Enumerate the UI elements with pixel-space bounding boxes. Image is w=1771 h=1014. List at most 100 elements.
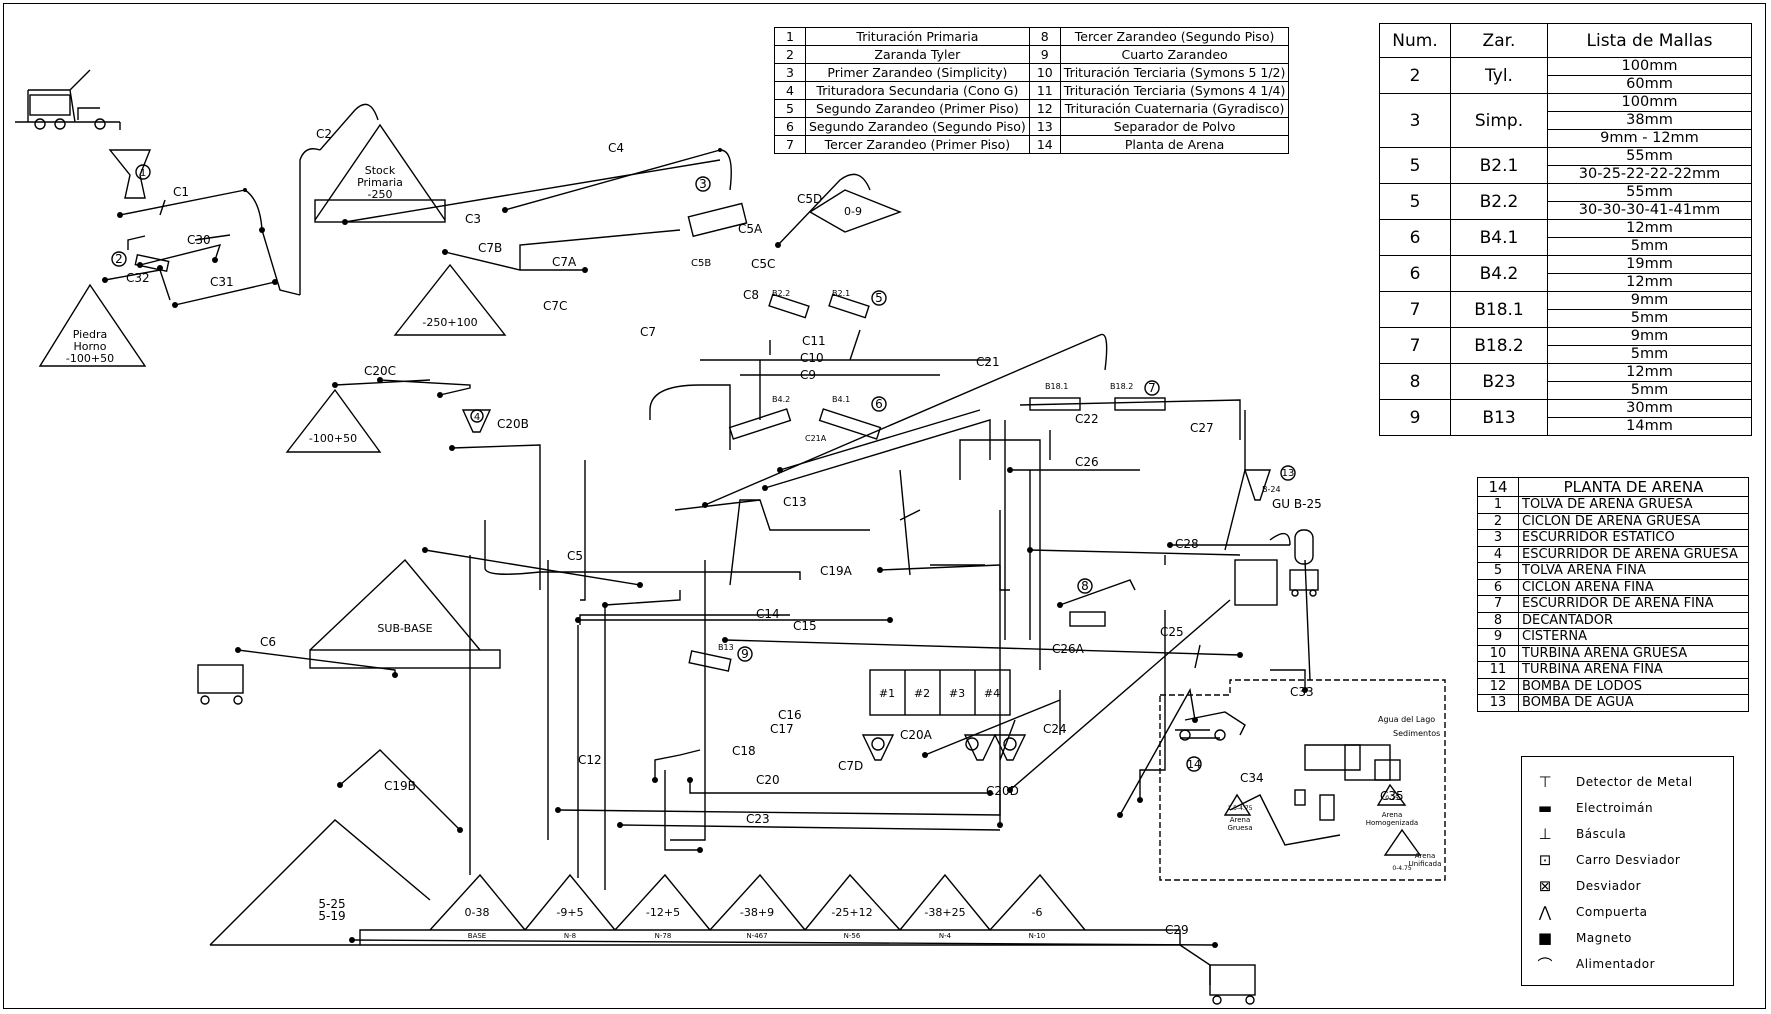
legend-row: ⊠Desviador <box>1530 875 1641 897</box>
label-c1: C1 <box>173 185 189 199</box>
mesh-size: 19mm <box>1547 255 1752 274</box>
process-cell: 8 <box>1028 27 1061 46</box>
homog-label-3: Homogenizada <box>1366 819 1418 827</box>
mesh-num: 2 <box>1379 57 1451 94</box>
label-c32: C32 <box>126 271 150 285</box>
process-cell: Separador de Polvo <box>1059 117 1290 136</box>
mesh-header-zar: Zar. <box>1450 23 1548 58</box>
unificada-label-2: Unificada <box>1409 860 1442 868</box>
mesh-zar: B4.2 <box>1450 255 1548 292</box>
electromagnet-icon: ▬ <box>1537 799 1553 817</box>
marker-3-label: 3 <box>699 177 707 191</box>
bottom-pile-size-6: -6 <box>1032 906 1043 919</box>
mesh-size: 9mm <box>1547 327 1752 346</box>
process-cell: Trituración Terciaria (Symons 5 1/2) <box>1059 63 1290 82</box>
process-cell: 13 <box>1028 117 1061 136</box>
process-cell: 7 <box>774 135 806 154</box>
legend-row: ⋀Compuerta <box>1530 901 1648 923</box>
bottom-pile-size-4: -25+12 <box>831 906 872 919</box>
process-cell: 1 <box>774 27 806 46</box>
mesh-row: 38mm <box>1380 111 1752 130</box>
label-b4-1: B4.1 <box>832 395 850 404</box>
process-cell: Segundo Zarandeo (Primer Piso) <box>805 99 1030 118</box>
sand-label: BOMBA DE AGUA <box>1518 694 1749 712</box>
mesh-zar: B18.1 <box>1450 291 1548 328</box>
main-pile-label-1: 5-25 <box>318 897 345 911</box>
sand-label: BOMBA DE LODOS <box>1518 677 1749 695</box>
process-cell: Tercer Zarandeo (Segundo Piso) <box>1059 27 1290 46</box>
label-c19a: C19A <box>820 564 853 578</box>
label-c23: C23 <box>746 812 770 826</box>
label-c30: C30 <box>187 233 211 247</box>
label-c6: C6 <box>260 635 276 649</box>
label-c14: C14 <box>756 607 780 621</box>
mesh-size: 12mm <box>1547 363 1752 382</box>
process-cell: Trituración Cuaternaria (Gyradisco) <box>1059 99 1290 118</box>
pile-0-9-label: 0-9 <box>844 205 862 218</box>
process-cell: 12 <box>1028 99 1061 118</box>
process-cell: Zaranda Tyler <box>805 45 1030 64</box>
sand-num: 12 <box>1477 677 1519 695</box>
mesh-row: 5mm <box>1380 381 1752 400</box>
label-b24: B-24 <box>1262 485 1281 494</box>
legend-row: ▬Electroimán <box>1530 797 1653 819</box>
agua-lago-label: Agua del Lago <box>1378 715 1435 724</box>
marker-7-label: 7 <box>1148 381 1156 395</box>
marker-4b <box>871 737 885 751</box>
pile-piedra-horno <box>38 283 147 367</box>
process-cell: 9 <box>1028 45 1061 64</box>
mesh-size: 5mm <box>1547 345 1752 364</box>
mesh-size: 55mm <box>1547 183 1752 202</box>
mesh-num: 9 <box>1379 399 1451 436</box>
sand-label: CICLON DE ARENA GRUESA <box>1518 512 1749 530</box>
mesh-zar: B2.2 <box>1450 183 1548 220</box>
pile-piedra-label-2: Horno <box>73 340 106 353</box>
label-c7d: C7D <box>838 759 863 773</box>
pile-piedra-label-3: -100+50 <box>66 352 114 365</box>
legend-row: ⊡Carro Desviador <box>1530 849 1680 871</box>
mesh-row: 5mm <box>1380 237 1752 256</box>
marker-9-label: 9 <box>741 647 749 661</box>
conveyor-end-pulleys <box>102 148 1308 948</box>
marker-6-label: 6 <box>875 397 883 411</box>
mesh-header-mallas: Lista de Mallas <box>1547 23 1752 58</box>
label-c25: C25 <box>1160 625 1184 639</box>
mesh-size: 100mm <box>1547 57 1752 76</box>
process-cell: Planta de Arena <box>1059 135 1290 154</box>
feeder-icon: ⌒ <box>1537 955 1553 974</box>
mesh-size: 14mm <box>1547 417 1752 436</box>
sand-num: 9 <box>1477 628 1519 646</box>
mesh-zar: B4.1 <box>1450 219 1548 256</box>
label-c9: C9 <box>800 368 816 382</box>
label-c34: C34 <box>1240 771 1264 785</box>
label-c19b: C19B <box>384 779 416 793</box>
legend-label: Magneto <box>1576 931 1632 945</box>
process-cell: Segundo Zarandeo (Segundo Piso) <box>805 117 1030 136</box>
mesh-row: 30-30-30-41-41mm <box>1380 201 1752 220</box>
process-cell: 5 <box>774 99 806 118</box>
drawing-frame <box>3 3 1766 1009</box>
bottom-pile-size-0: 0-38 <box>465 906 490 919</box>
mesh-num: 7 <box>1379 291 1451 328</box>
sand-label: TOLVA ARENA FINA <box>1518 562 1749 580</box>
marker-2-label: 2 <box>115 252 123 266</box>
label-c20: C20 <box>756 773 780 787</box>
truck-icon-right <box>1289 569 1319 597</box>
label-c33: C33 <box>1290 685 1314 699</box>
label-c3: C3 <box>465 212 481 226</box>
sub-base-label: SUB-BASE <box>377 622 432 635</box>
